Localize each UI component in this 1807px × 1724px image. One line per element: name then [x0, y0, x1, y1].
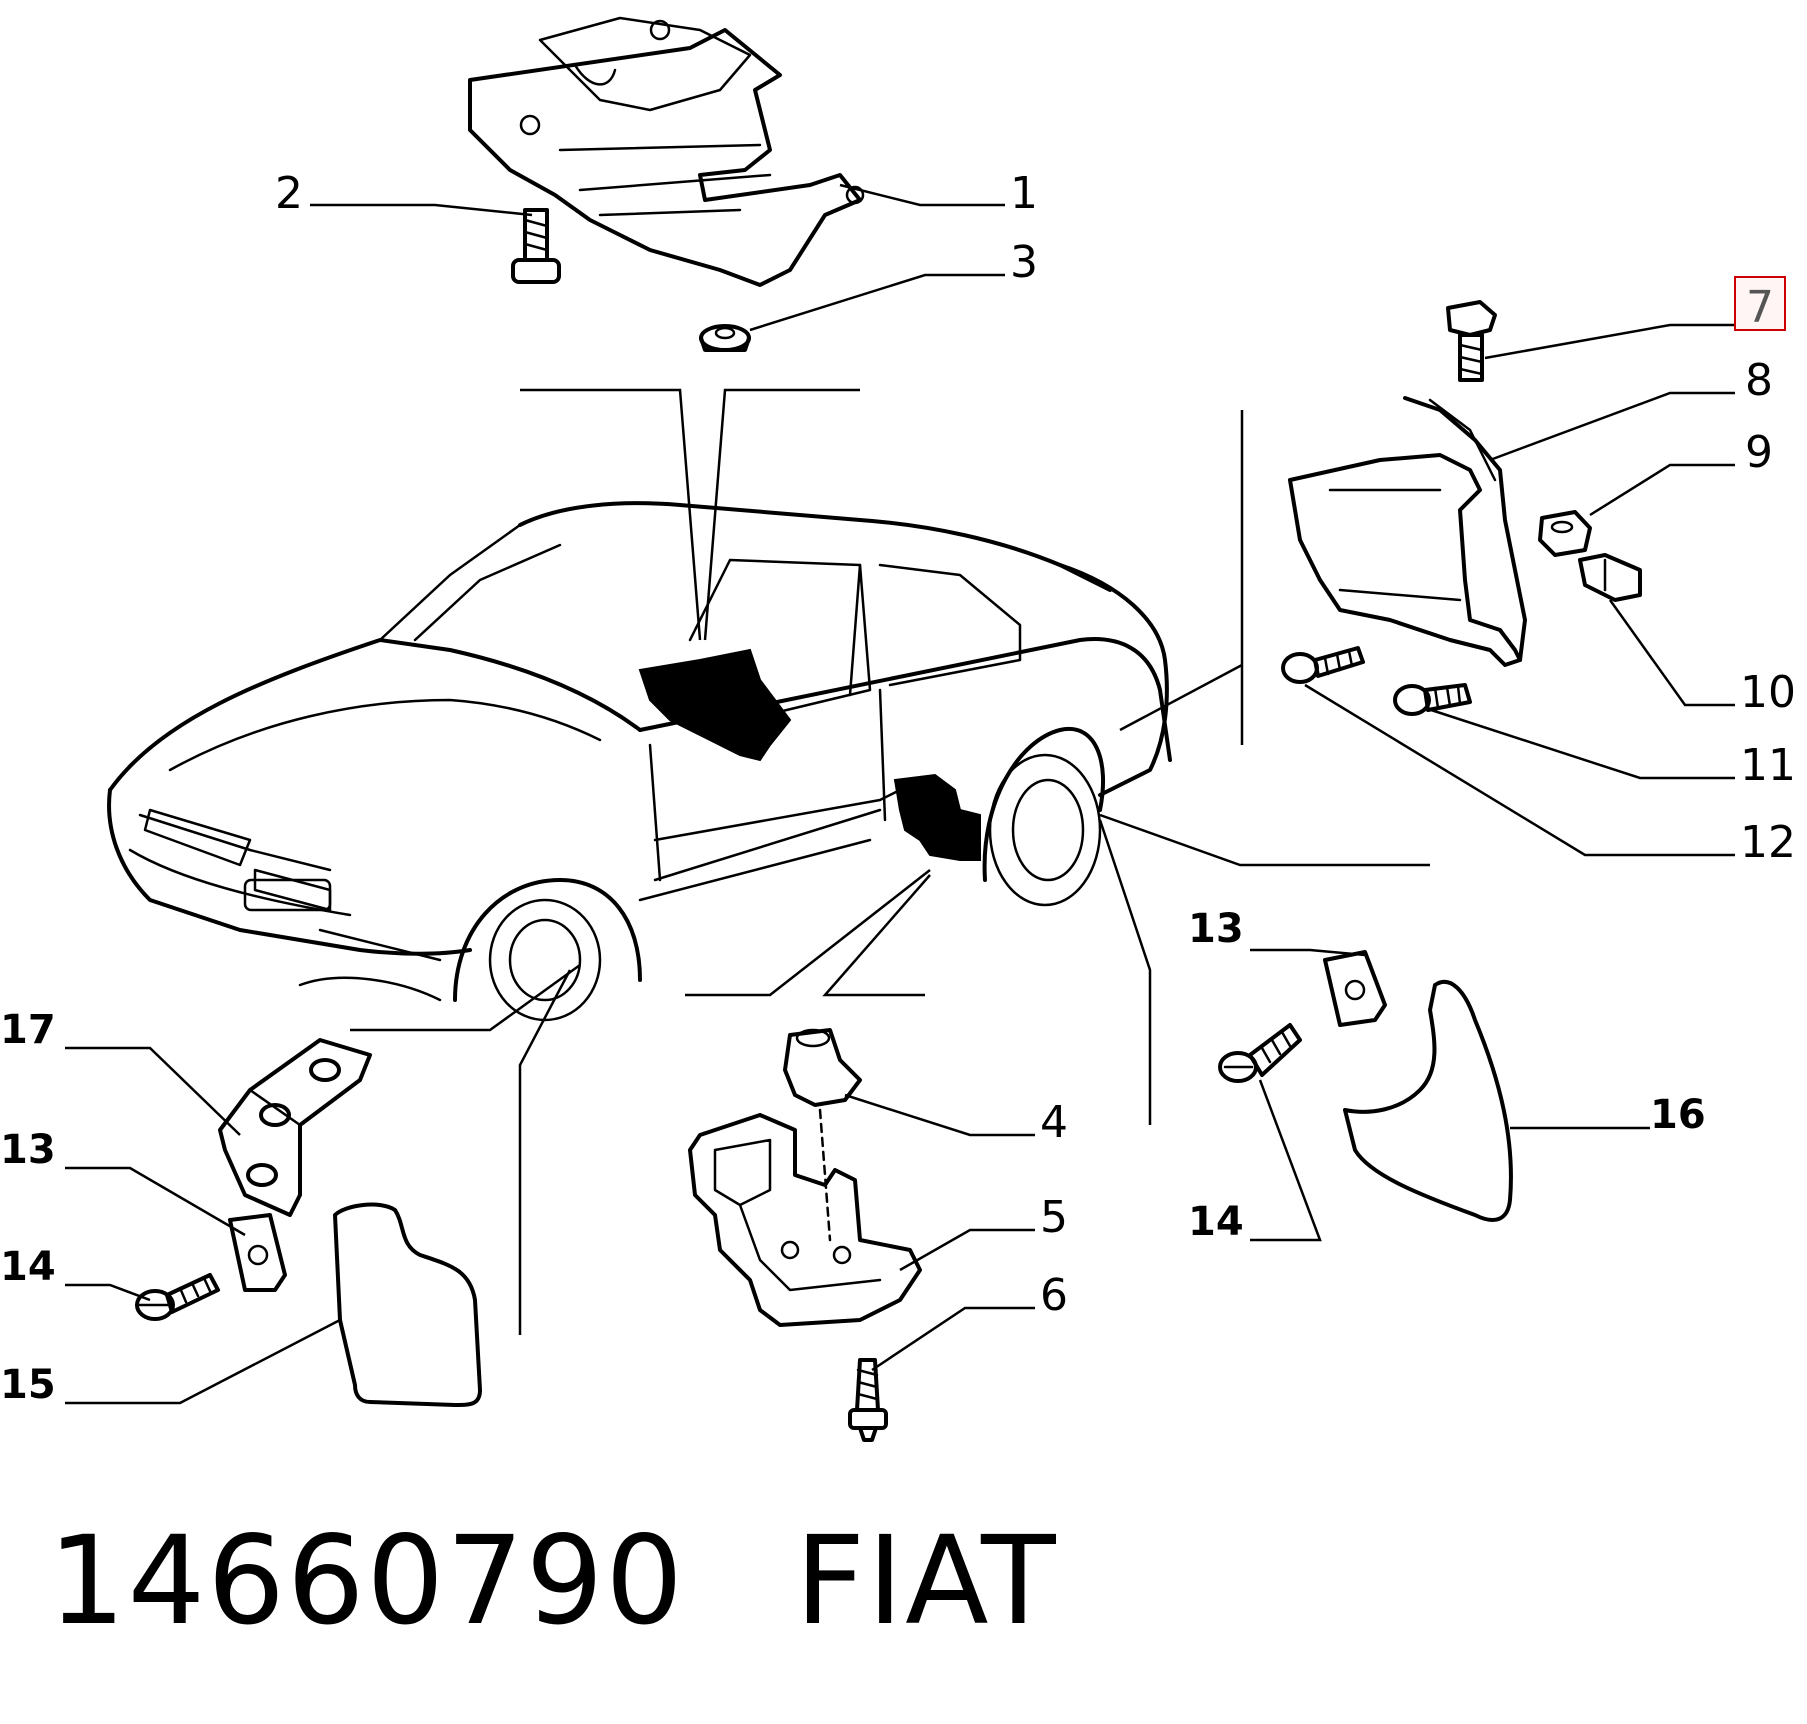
part-15-mud-flap-left [333, 1202, 482, 1407]
callout-1: 1 [1010, 168, 1038, 219]
part-17-bracket [218, 1038, 372, 1217]
callout-7: 7 [1746, 282, 1774, 333]
callout-13-right: 13 [1188, 906, 1244, 952]
callout-labels: 1 2 3 7 8 9 10 11 12 4 5 6 13 14 16 17 1… [0, 168, 1796, 1408]
part-4-clip [783, 1028, 862, 1242]
callout-3: 3 [1010, 237, 1038, 288]
callout-6: 6 [1040, 1270, 1068, 1321]
part-10-clip [1578, 553, 1642, 602]
callout-4: 4 [1040, 1097, 1068, 1148]
part-3-nut [699, 324, 751, 352]
car-illustration [107, 501, 1172, 1022]
callout-8: 8 [1745, 355, 1773, 406]
assembly-lines [350, 388, 1430, 1335]
part-number: 14660790 [48, 1510, 685, 1652]
part-6-screw [848, 1358, 888, 1442]
callout-17: 17 [0, 1007, 56, 1053]
part-2-bolt [511, 208, 561, 284]
part-13-clip-nut-left [228, 1213, 287, 1292]
part-1-underbody-shield [468, 16, 865, 287]
callout-12: 12 [1740, 817, 1796, 868]
brand-name: FIAT [794, 1510, 1058, 1652]
callout-14-left: 14 [0, 1244, 56, 1290]
part-14-screw-left [135, 1273, 220, 1321]
part-8-wheel-arch-liner [1288, 396, 1527, 667]
callout-14-right: 14 [1188, 1199, 1244, 1245]
part-12-screw [1281, 646, 1365, 684]
callout-9: 9 [1745, 427, 1773, 478]
part-14-screw-right [1218, 1023, 1302, 1083]
callout-2: 2 [275, 168, 303, 219]
part-7-fastener [1446, 300, 1497, 382]
callout-10: 10 [1740, 667, 1796, 718]
callout-15: 15 [0, 1362, 56, 1408]
part-13-clip-nut-right [1323, 950, 1387, 1027]
part-16-mud-flap-right [1343, 979, 1513, 1222]
callout-11: 11 [1740, 740, 1796, 791]
part-5-jack-support [688, 1113, 922, 1327]
footer-caption: 14660790 FIAT [48, 1510, 1058, 1652]
part-9-nut [1538, 510, 1592, 557]
callout-16: 16 [1650, 1092, 1706, 1138]
part-11-screw [1393, 683, 1472, 716]
callout-7-highlight-box [1734, 276, 1786, 331]
callout-leaders [65, 183, 1735, 1405]
callout-5: 5 [1040, 1192, 1068, 1243]
callout-13-left: 13 [0, 1127, 56, 1173]
